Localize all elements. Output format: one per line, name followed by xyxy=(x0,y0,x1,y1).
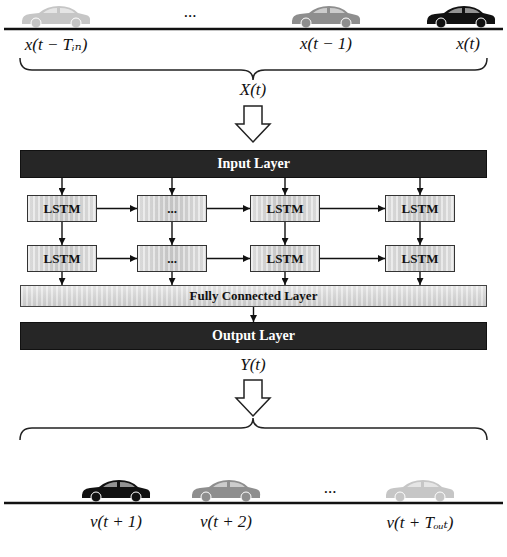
flow-arrow xyxy=(419,222,420,245)
flow-arrow xyxy=(284,178,285,195)
bracket xyxy=(20,418,487,440)
flow-arrow xyxy=(207,258,250,259)
flow-arrow xyxy=(171,222,172,245)
input-layer: Input Layer xyxy=(20,150,487,178)
output-label: v(t + 1) xyxy=(90,512,142,532)
layer-label: Fully Connected Layer xyxy=(190,288,318,304)
ellipsis: ... xyxy=(184,2,197,22)
lstm-cell: LSTM xyxy=(250,245,320,272)
flow-arrow xyxy=(320,208,385,209)
flow-arrow xyxy=(61,272,62,285)
layer-label: LSTM xyxy=(402,251,439,267)
lstm-cell: LSTM xyxy=(250,195,320,222)
input-vector-label: X(t) xyxy=(240,80,266,100)
layer-label: LSTM xyxy=(402,201,439,217)
layer-label: ... xyxy=(167,251,177,267)
layer-label: LSTM xyxy=(44,251,81,267)
flow-arrow xyxy=(419,272,420,285)
flow-arrow xyxy=(97,258,137,259)
layer-label: LSTM xyxy=(267,251,304,267)
flow-arrow xyxy=(171,178,172,195)
input-label: x(t − 1) xyxy=(300,34,352,54)
output-layer: Output Layer xyxy=(20,322,487,350)
flow-arrow xyxy=(171,272,172,285)
layer-label: LSTM xyxy=(44,201,81,217)
input-label: x(t − Tᵢₙ) xyxy=(25,34,88,55)
lstm-cell: LSTM xyxy=(385,245,455,272)
flow-arrow xyxy=(284,272,285,285)
layer-label: ... xyxy=(167,201,177,217)
hollow-arrow xyxy=(236,380,270,416)
layer-label: Input Layer xyxy=(217,156,290,172)
flow-arrow xyxy=(61,222,62,245)
bracket xyxy=(20,58,487,80)
flow-arrow xyxy=(419,178,420,195)
hollow-arrow xyxy=(236,106,270,142)
flow-arrow xyxy=(207,208,250,209)
layer-label: Output Layer xyxy=(212,328,295,344)
ellipsis: ... xyxy=(324,478,337,498)
lstm-cell: ... xyxy=(137,245,207,272)
output-label: v(t + Tₒᵤₜ) xyxy=(386,512,453,533)
lstm-cell: LSTM xyxy=(385,195,455,222)
flow-arrow xyxy=(253,307,254,322)
input-label: x(t) xyxy=(456,34,480,54)
input-cars xyxy=(4,6,503,29)
flow-arrow xyxy=(97,208,137,209)
output-vector-label: Y(t) xyxy=(240,355,266,375)
flow-arrow xyxy=(61,178,62,195)
lstm-cell: LSTM xyxy=(27,245,97,272)
output-cars xyxy=(4,480,503,503)
lstm-cell: ... xyxy=(137,195,207,222)
flow-arrow xyxy=(284,222,285,245)
fully-connected-layer: Fully Connected Layer xyxy=(20,285,487,307)
flow-arrow xyxy=(320,258,385,259)
output-label: v(t + 2) xyxy=(200,512,252,532)
lstm-cell: LSTM xyxy=(27,195,97,222)
layer-label: LSTM xyxy=(267,201,304,217)
